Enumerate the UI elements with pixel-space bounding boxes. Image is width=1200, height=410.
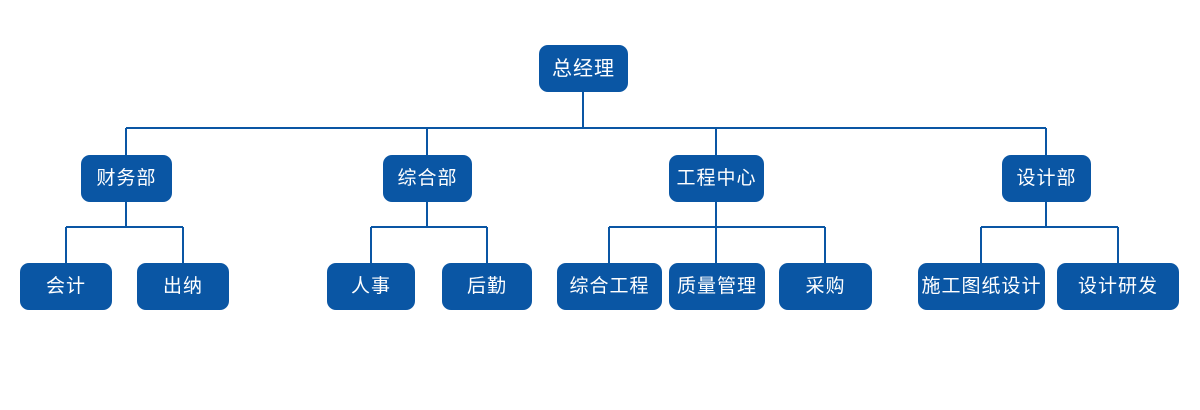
org-node-renshi[interactable]: 人事: [327, 263, 415, 310]
org-node-shejiyanfa[interactable]: 设计研发: [1057, 263, 1179, 310]
org-node-houqin[interactable]: 后勤: [442, 263, 532, 310]
org-node-label: 会计: [45, 276, 86, 297]
org-node-label: 出纳: [162, 276, 203, 297]
org-node-label: 工程中心: [676, 168, 757, 189]
org-node-label: 总经理: [552, 57, 615, 80]
org-node-label: 设计部: [1016, 168, 1077, 189]
org-node-shigongtu[interactable]: 施工图纸设计: [918, 263, 1045, 310]
org-node-label: 设计研发: [1077, 276, 1158, 297]
org-node-zongjingli[interactable]: 总经理: [539, 45, 628, 92]
org-node-zonghebu[interactable]: 综合部: [383, 155, 472, 202]
org-node-shejibu[interactable]: 设计部: [1002, 155, 1091, 202]
org-node-gongchengzhongxin[interactable]: 工程中心: [669, 155, 764, 202]
org-node-label: 财务部: [96, 168, 157, 189]
org-node-label: 采购: [805, 276, 846, 297]
org-node-zongheg[interactable]: 综合工程: [557, 263, 662, 310]
org-node-label: 人事: [350, 276, 391, 297]
org-node-caigou[interactable]: 采购: [779, 263, 872, 310]
org-node-label: 综合工程: [569, 276, 650, 297]
org-node-label: 施工图纸设计: [921, 276, 1042, 297]
org-node-label: 质量管理: [676, 276, 757, 297]
org-node-caiwubu[interactable]: 财务部: [81, 155, 172, 202]
org-node-label: 综合部: [397, 168, 458, 189]
org-node-chuna[interactable]: 出纳: [137, 263, 229, 310]
org-node-zhiliang[interactable]: 质量管理: [669, 263, 765, 310]
org-node-label: 后勤: [466, 276, 507, 297]
org-node-kuaiji[interactable]: 会计: [20, 263, 112, 310]
